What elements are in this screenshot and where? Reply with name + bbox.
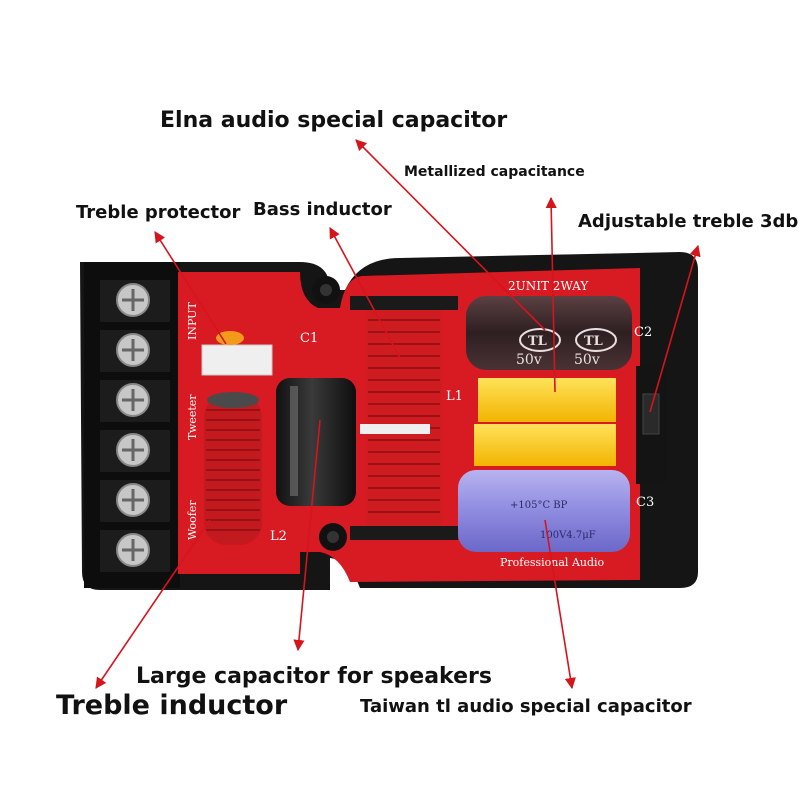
arrow-elna <box>355 139 546 331</box>
blue-capacitor: +105°C BP 100V4.7μF <box>458 470 630 552</box>
arrow-bass-inductor <box>329 227 401 359</box>
tl-brand-1: TL <box>528 334 547 349</box>
label-treble-inductor: Treble inductor <box>56 690 288 721</box>
silk-c3: C3 <box>636 495 654 510</box>
label-adjustable-treble: Adjustable treble 3db <box>578 211 799 232</box>
blue-value-label: 100V4.7μF <box>540 530 596 541</box>
treble-switch <box>636 366 666 484</box>
label-taiwan-capacitor: Taiwan tl audio special capacitor <box>360 696 692 717</box>
silk-c1: C1 <box>300 331 318 346</box>
treble-protector-part <box>201 331 273 376</box>
arrow-adjustable <box>649 244 701 413</box>
tl-brand-2: TL <box>584 334 603 349</box>
tl-voltage-1: 50v <box>516 352 542 368</box>
arrow-large-cap <box>293 419 321 652</box>
arrow-treble-inductor <box>95 519 211 689</box>
label-treble-protector: Treble protector <box>76 202 241 223</box>
tl-capacitor: TL TL 50v 50v <box>466 296 632 370</box>
treble-inductor-coil <box>204 392 262 545</box>
metallized-capacitor-2 <box>474 424 616 466</box>
silk-l2: L2 <box>270 529 287 544</box>
label-elna-capacitor: Elna audio special capacitor <box>160 108 508 133</box>
label-metallized-capacitance: Metallized capacitance <box>404 164 585 180</box>
metallized-capacitor-1 <box>478 378 616 422</box>
silk-two-way: 2UNIT 2WAY <box>508 279 589 293</box>
silk-input: INPUT <box>186 302 199 340</box>
blue-temp-label: +105°C BP <box>510 500 568 511</box>
bass-inductor-coil <box>350 296 458 540</box>
label-bass-inductor: Bass inductor <box>253 199 392 220</box>
label-large-capacitor: Large capacitor for speakers <box>136 664 492 689</box>
silk-l1: L1 <box>446 389 463 404</box>
arrow-metallized <box>545 196 557 393</box>
large-black-capacitor <box>276 378 356 506</box>
silk-tweeter: Tweeter <box>186 394 199 440</box>
tl-voltage-2: 50v <box>574 352 600 368</box>
silk-woofer: Woofer <box>186 500 199 540</box>
silk-c2: C2 <box>634 325 652 340</box>
arrow-treble-protector <box>154 231 227 345</box>
screw-terminals <box>100 280 170 572</box>
arrow-taiwan <box>544 519 576 690</box>
